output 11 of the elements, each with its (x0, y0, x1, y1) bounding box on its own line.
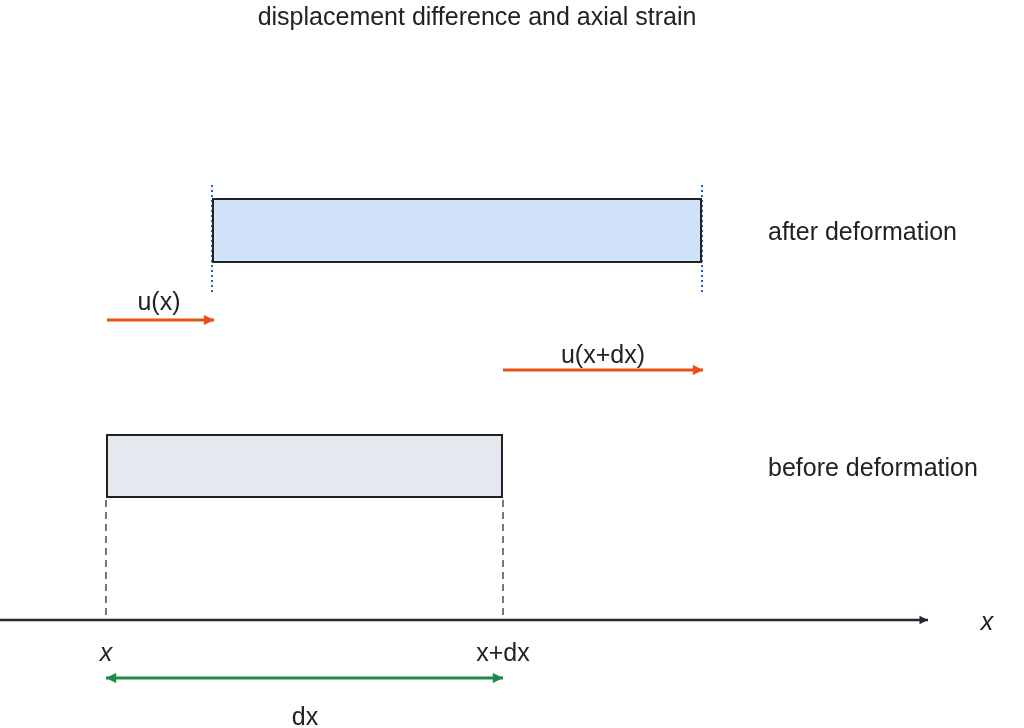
arrow-label: u(x) (137, 289, 181, 314)
arrow-label: u(x+dx) (560, 342, 646, 367)
bar-rectangle (212, 198, 702, 263)
dimension-label: dx (291, 704, 319, 728)
diagram-title: displacement difference and axial strain (257, 4, 697, 29)
tick-label: x (99, 640, 113, 665)
bar-caption: after deformation (768, 219, 957, 244)
axis-label: x (980, 609, 994, 634)
bar-rectangle (106, 434, 503, 498)
tick-label: x+dx (476, 640, 530, 665)
bar-caption: before deformation (768, 455, 978, 480)
